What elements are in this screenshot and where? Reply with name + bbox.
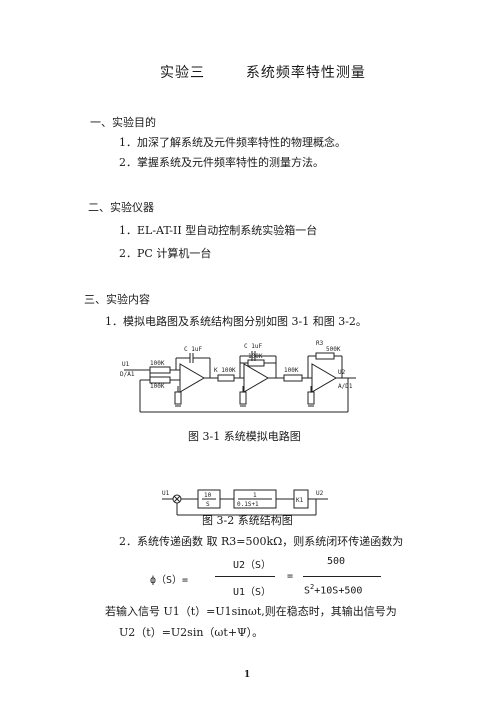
circuit-label-k: K 100K: [214, 367, 236, 374]
block-first-order-num: 1: [253, 492, 257, 499]
tf-numerator-1: U2（S）: [233, 560, 272, 571]
figure-3-1-caption: 图 3-1 系统模拟电路图: [188, 430, 301, 443]
page-title: 实验三 系统频率特性测量: [160, 62, 366, 82]
section3-heading: 三、实验内容: [84, 293, 150, 306]
block-first-order-den: 0.1S+1: [237, 501, 259, 508]
block-integrator-den: S: [206, 501, 210, 508]
tf-lhs: ф（S）=: [150, 575, 189, 586]
circuit-label-c1: C 1uF: [184, 346, 202, 353]
circuit-label-u1: U1: [122, 361, 130, 368]
input-signal-line: 若输入信号 U1（t）=U1sinωt,则在稳态时，其输出信号为: [105, 605, 397, 618]
tf-equals: =: [287, 571, 294, 582]
tf-denominator-1: U1（S）: [233, 587, 272, 598]
circuit-label-u2: U2: [338, 369, 346, 376]
output-signal-line: U2（t）=U2sin（ωt+Ψ）。: [119, 626, 264, 639]
tf-denominator-2: S2+10S+500: [304, 583, 363, 597]
resistor-k: [217, 374, 235, 382]
title-main: 实验三: [160, 65, 205, 81]
page-number: 1: [244, 670, 251, 680]
section1-heading: 一、实验目的: [90, 116, 156, 129]
op-amp-2: [243, 363, 269, 393]
block-label-u1: U1: [162, 490, 170, 497]
figure-3-2-caption: 图 3-2 系统结构图: [202, 514, 293, 527]
section2-item-2: 2．PC 计算机一台: [119, 247, 212, 260]
tf-fraction-line-1: [215, 576, 275, 577]
analog-circuit-diagram: U1 D/A1 100K 100K C 1uF K 100K C 1uF 100…: [120, 340, 356, 413]
resistor-r1: [149, 366, 171, 374]
circuit-label-r1: 100K: [150, 360, 165, 367]
resistor-r4: [283, 374, 303, 382]
section1-item-1: 1．加深了解系统及元件频率特性的物理概念。: [119, 136, 346, 149]
section3-item-1: 1．模拟电路图及系统结构图分别如图 3-1 和图 3-2。: [105, 315, 367, 328]
op-amp-1: [179, 363, 205, 393]
tf-numerator-2: 500: [327, 556, 346, 567]
section1-item-2: 2．掌握系统及元件频率特性的测量方法。: [119, 156, 324, 169]
circuit-label-da1: D/A1: [120, 371, 135, 378]
circuit-label-r3: R3: [316, 340, 324, 347]
section2-heading: 二、实验仪器: [88, 201, 154, 214]
title-sub: 系统频率特性测量: [245, 65, 366, 81]
block-label-u2: U2: [316, 490, 324, 497]
circuit-label-r5: 100K: [248, 353, 263, 360]
resistor-r3: [315, 352, 335, 360]
block-structure-diagram: U1 U2 10 S 1 0.1S+1 K1: [162, 489, 328, 516]
op-amp-3: [311, 363, 337, 393]
circuit-label-ad1: A/D1: [338, 383, 353, 390]
circuit-label-r2: 100K: [150, 383, 165, 390]
block-k1-label: K1: [296, 497, 304, 504]
circuit-label-r4: 100K: [284, 367, 299, 374]
section2-item-1: 1．EL-AT-II 型自动控制系统实验箱一台: [119, 224, 318, 237]
circuit-label-r3-value: 500K: [326, 346, 341, 353]
section3-item-2: 2．系统传递函数 取 R3=500kΩ，则系统闭环传递函数为: [119, 535, 404, 548]
block-integrator-num: 10: [204, 492, 212, 499]
circuit-label-c2: C 1uF: [244, 343, 262, 350]
tf-fraction-line-2: [303, 576, 381, 577]
